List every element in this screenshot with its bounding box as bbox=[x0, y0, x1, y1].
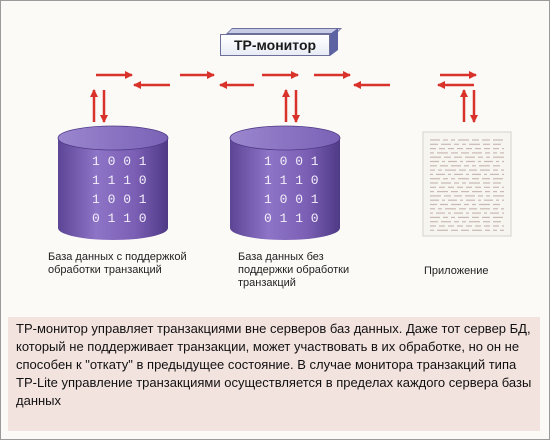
binary-digits: 1 0 0 1 bbox=[264, 192, 319, 207]
tp-monitor-box: TP-монитор bbox=[220, 28, 342, 56]
label-application: Приложение bbox=[424, 265, 489, 277]
binary-digits: 0 1 1 0 bbox=[92, 211, 147, 226]
label-db-with-support: База данных с поддержкой обработки транз… bbox=[48, 251, 187, 276]
vertical-arrows bbox=[90, 89, 478, 123]
binary-digits: 0 1 1 0 bbox=[264, 211, 319, 226]
tp-monitor-box-side bbox=[330, 28, 338, 56]
binary-digits: 1 0 0 1 bbox=[264, 154, 319, 169]
binary-digits: 1 0 0 1 bbox=[92, 154, 147, 169]
database-cylinder-transactional: 1 0 0 1 1 1 1 0 1 0 0 1 0 1 1 0 bbox=[57, 125, 169, 240]
binary-digits: 1 0 0 1 bbox=[92, 192, 147, 207]
label-db-without-support: База данных без поддержки обработки тран… bbox=[238, 251, 350, 289]
database-cylinder-non-transactional: 1 0 0 1 1 1 1 0 1 0 0 1 0 1 1 0 bbox=[229, 125, 341, 240]
binary-digits: 1 1 1 0 bbox=[92, 173, 147, 188]
horizontal-arrows bbox=[96, 71, 477, 89]
tp-monitor-label: TP-монитор bbox=[220, 34, 330, 56]
caption-text: TP-монитор управляет транзакциями вне се… bbox=[8, 317, 540, 431]
application-document-icon bbox=[422, 131, 512, 237]
binary-digits: 1 1 1 0 bbox=[264, 173, 319, 188]
